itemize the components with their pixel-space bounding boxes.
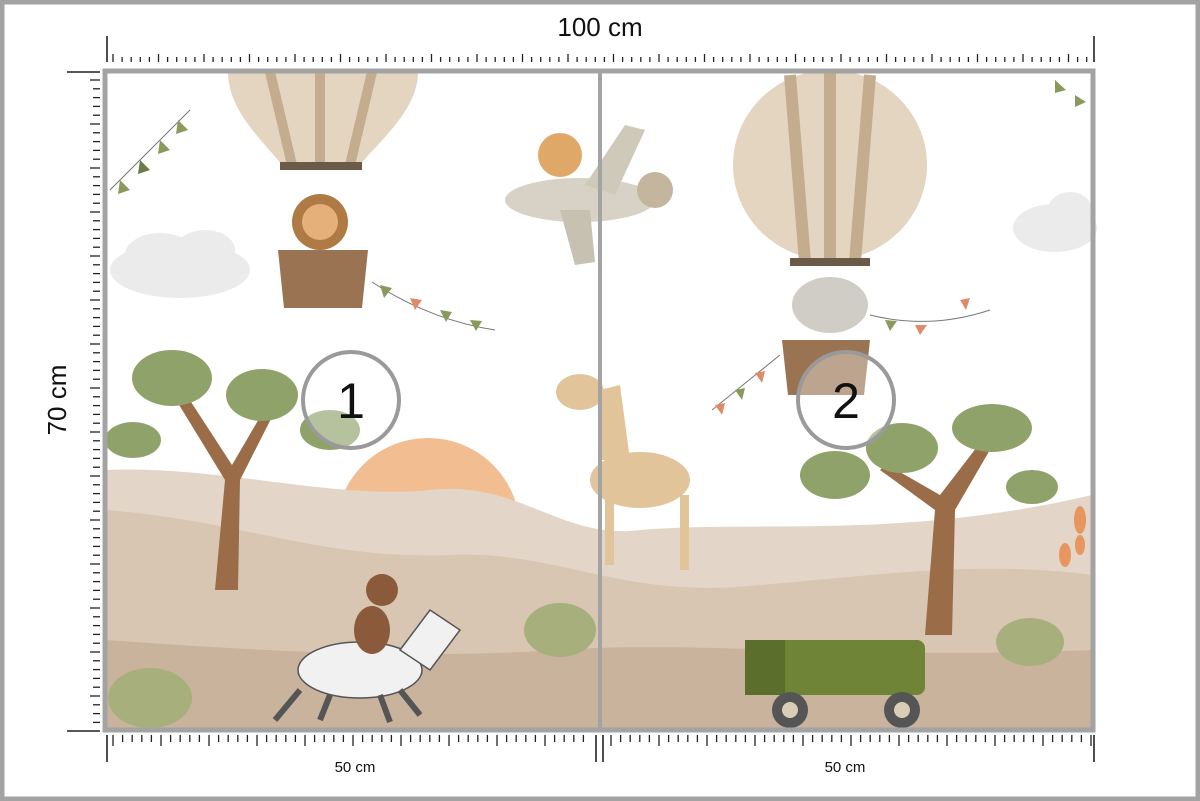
zebra-monkey [272, 574, 462, 724]
panel-2-number: 2 [832, 373, 860, 429]
ruler-bottom [106, 735, 1095, 762]
panel-2-width-label: 50 cm [825, 759, 866, 776]
panel-1-number: 1 [337, 373, 365, 429]
ruler-left [67, 71, 100, 732]
hot-air-balloon-elephant [733, 70, 927, 395]
panel-1-width-label: 50 cm [335, 759, 376, 776]
tree-left [105, 350, 360, 590]
giraffe [556, 374, 690, 570]
cloud-right [1013, 192, 1097, 252]
ruler-top [106, 36, 1095, 62]
height-label: 70 cm [42, 365, 72, 436]
panel-1-marker: 1 [301, 350, 401, 450]
bunting [109, 80, 1086, 415]
bushes [108, 603, 1064, 728]
panel-2-marker: 2 [796, 350, 896, 450]
autumn-leaves [1059, 506, 1086, 567]
width-label: 100 cm [557, 12, 642, 42]
hot-air-balloon-lion [228, 70, 418, 308]
jeep [745, 640, 925, 728]
cloud-left [110, 230, 250, 298]
tree-right [800, 404, 1058, 635]
